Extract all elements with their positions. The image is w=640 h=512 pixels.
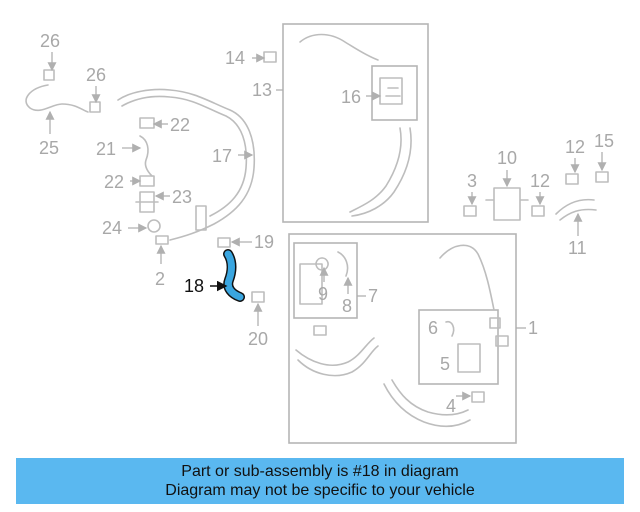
hose-13-top: [299, 33, 379, 61]
clamp-12-left: [531, 205, 545, 217]
clamp-2: [155, 235, 169, 245]
assembly-box-13: [282, 23, 429, 223]
assembly-box-5-6: [418, 309, 499, 385]
callout-16: 16: [341, 87, 361, 107]
callout-23: 23: [172, 187, 192, 207]
housing-9: [299, 263, 323, 305]
hose-13-lower-inner: [351, 127, 412, 217]
assembly-box-7: [293, 242, 358, 319]
callout-20: 20: [248, 329, 268, 349]
fitting-23: [135, 191, 159, 213]
clamp-22-bottom: [139, 175, 155, 187]
clamp-4: [471, 391, 485, 403]
thermostat-5: [457, 343, 481, 373]
callout-17: 17: [212, 146, 232, 166]
clamp-1-right: [495, 335, 509, 347]
hose-18-fill: [224, 250, 244, 301]
callout-13: 13: [252, 80, 272, 100]
clamp-26-left: [43, 69, 55, 81]
pipe-17-stub: [195, 205, 207, 231]
thermostat-16: [379, 77, 403, 105]
hose-1-lower-inner: [297, 345, 379, 377]
callout-24: 24: [102, 218, 122, 238]
banner-line-part: Part or sub-assembly is #18 in diagram: [181, 463, 459, 480]
clamp-3: [463, 205, 477, 217]
callout-22-bottom: 22: [104, 172, 124, 192]
callout-10: 10: [497, 148, 517, 168]
callout-26-right: 26: [86, 65, 106, 85]
clamp-14: [263, 51, 277, 63]
clamp-19: [217, 237, 231, 248]
callout-11: 11: [568, 238, 587, 258]
assembly-box-1: [288, 233, 517, 444]
assembly-box-16: [371, 65, 418, 121]
hose-4-inner: [391, 379, 469, 416]
callout-14: 14: [225, 48, 245, 68]
seal-6: [445, 320, 455, 337]
housing-10: [485, 187, 529, 221]
callout-2: 2: [155, 269, 165, 289]
hose-17-inner: [121, 95, 248, 217]
clamp-20: [251, 291, 265, 303]
callout-12-right: 12: [565, 137, 585, 157]
callout-12-left: 12: [530, 171, 550, 191]
hose-25: [25, 84, 89, 113]
callout-22-top: 22: [170, 115, 190, 135]
hose-21: [139, 135, 153, 177]
callout-3: 3: [467, 171, 477, 191]
clamp-22-top: [139, 117, 155, 129]
callout-25: 25: [39, 138, 59, 158]
callout-19: 19: [254, 232, 274, 252]
callout-5: 5: [440, 354, 450, 374]
callout-7: 7: [368, 286, 378, 306]
bracket-8: [337, 251, 349, 277]
callout-21: 21: [96, 139, 116, 159]
callout-18: 18: [184, 276, 204, 296]
clamp-7-lower: [313, 325, 327, 336]
pipe-1-top: [439, 244, 495, 311]
info-banner: Part or sub-assembly is #18 in diagram D…: [16, 458, 624, 504]
callout-26-left: 26: [40, 31, 60, 51]
o-ring-24: [147, 219, 161, 233]
banner-line-disclaimer: Diagram may not be specific to your vehi…: [165, 482, 475, 499]
hose-4: [383, 383, 471, 428]
callout-1: 1: [528, 318, 538, 338]
parts-diagram: 26 26 25 14 13 16 22 21 17 22 23 24 2 19…: [25, 23, 614, 444]
callout-15: 15: [594, 131, 614, 151]
clamp-26-right: [89, 101, 101, 113]
clamp-1-top: [489, 317, 501, 329]
callout-4: 4: [446, 396, 456, 416]
hose-1-lower: [295, 337, 375, 366]
callout-8: 8: [342, 296, 352, 316]
clamp-15: [595, 171, 609, 183]
hose-11-inner: [559, 208, 597, 221]
hose-17: [117, 88, 256, 241]
callout-6: 6: [428, 318, 438, 338]
hose-11: [555, 198, 595, 215]
clamp-12-right: [565, 173, 579, 185]
hose-13-lower: [349, 127, 402, 213]
callout-9: 9: [318, 284, 328, 304]
